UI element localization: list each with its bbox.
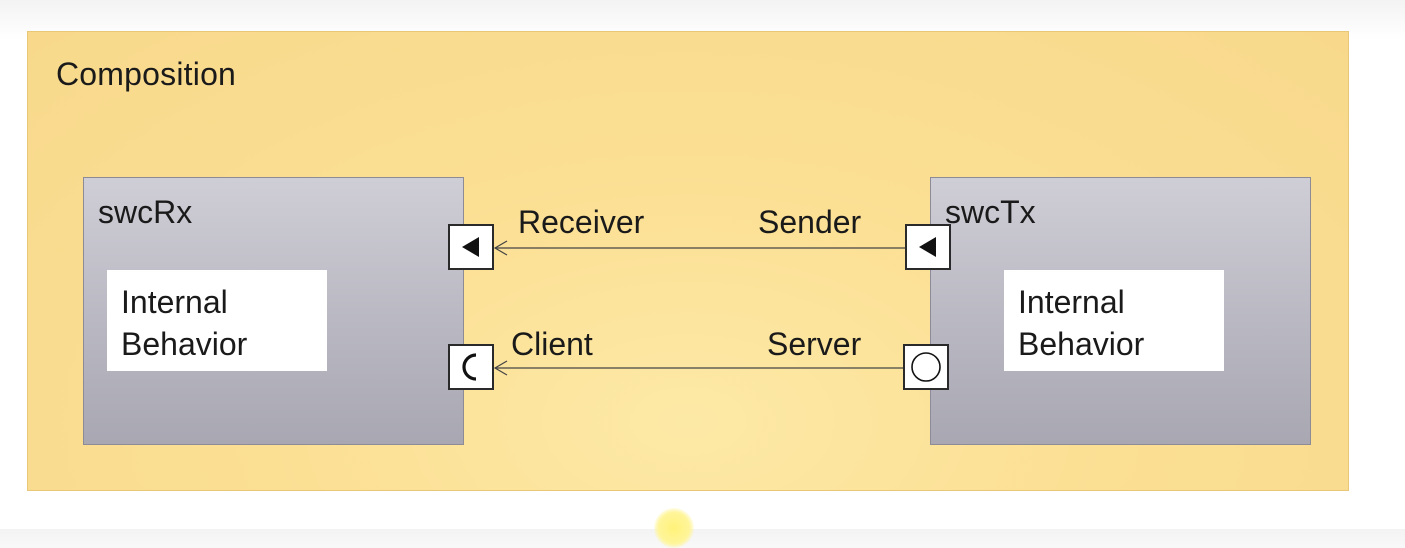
- server-port[interactable]: [903, 344, 949, 390]
- sender-label: Sender: [758, 204, 862, 240]
- swc-tx-internal-behavior[interactable]: Internal Behavior: [1004, 270, 1224, 371]
- sender-receiver-arrowhead: [493, 240, 508, 256]
- client-port[interactable]: [448, 344, 494, 390]
- swc-tx-internal-behavior-line1: Internal: [1018, 284, 1125, 320]
- sender-port[interactable]: [905, 224, 951, 270]
- receiver-port[interactable]: [448, 224, 494, 270]
- receiver-label: Receiver: [518, 204, 645, 240]
- client-port-crescent-icon: [462, 353, 477, 381]
- swc-rx-name: swcRx: [98, 194, 193, 230]
- client-label: Client: [511, 326, 593, 362]
- swc-rx-component[interactable]: swcRx Internal Behavior: [83, 177, 464, 445]
- swc-rx-internal-behavior-line1: Internal: [121, 284, 228, 320]
- server-port-circle-icon: [911, 352, 941, 382]
- swc-tx-component[interactable]: swcTx Internal Behavior: [930, 177, 1311, 445]
- composition-box: Composition swcRx Internal Behavior swcT…: [27, 31, 1349, 491]
- swc-tx-internal-behavior-line2: Behavior: [1018, 326, 1145, 362]
- server-label: Server: [767, 326, 862, 362]
- swc-tx-name: swcTx: [945, 194, 1036, 230]
- swc-rx-internal-behavior-line2: Behavior: [121, 326, 248, 362]
- composition-title: Composition: [56, 56, 237, 92]
- mouse-cursor-highlight: [654, 508, 694, 548]
- swc-rx-internal-behavior[interactable]: Internal Behavior: [107, 270, 327, 371]
- receiver-port-triangle-icon: [462, 237, 479, 257]
- sender-port-triangle-icon: [919, 237, 936, 257]
- client-server-arrowhead: [493, 360, 508, 376]
